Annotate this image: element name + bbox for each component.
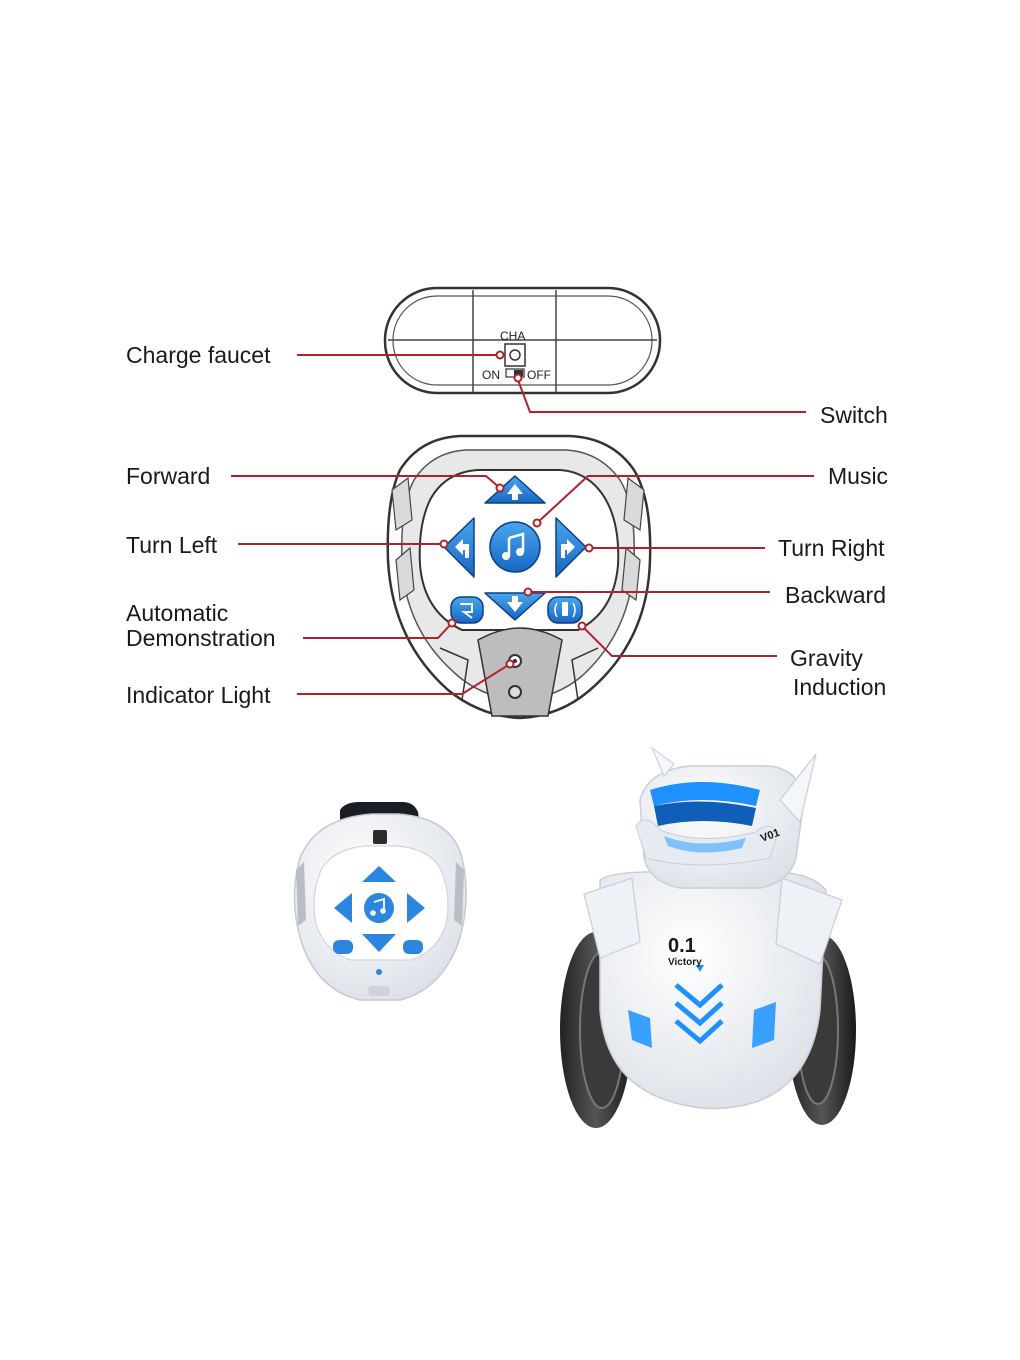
backward-button[interactable] <box>484 592 546 621</box>
leader-lines <box>231 350 814 695</box>
off-text: OFF <box>527 368 551 382</box>
arrow-up-icon <box>507 484 523 500</box>
label-music: Music <box>828 463 889 489</box>
leader-switch <box>517 379 806 413</box>
label-turn-left: Turn Left <box>126 532 218 558</box>
music-button[interactable] <box>489 521 541 573</box>
turn-left-icon <box>455 539 469 558</box>
robot-badge-number: 0.1 <box>668 935 696 957</box>
music-note-icon <box>502 552 510 560</box>
robot-photo <box>560 746 856 1128</box>
remote-front-view <box>386 434 652 720</box>
label-turn-right: Turn Right <box>778 535 885 561</box>
charge-port-icon <box>509 349 521 361</box>
label-charge-faucet: Charge faucet <box>126 342 271 368</box>
turn-left-button[interactable] <box>443 517 475 578</box>
turn-right-button[interactable] <box>555 517 587 578</box>
label-backward: Backward <box>785 582 886 608</box>
label-indicator-light: Indicator Light <box>126 682 271 708</box>
cha-text: CHA <box>500 329 525 343</box>
gravity-induction-button[interactable] <box>547 596 583 624</box>
robot-visor <box>650 782 760 806</box>
label-automatic-line2: Demonstration <box>126 625 276 651</box>
label-automatic-line1: Automatic <box>126 600 229 626</box>
demo-icon <box>460 603 473 619</box>
leader-music <box>536 475 814 524</box>
label-gravity-line1: Gravity <box>790 645 863 671</box>
label-switch: Switch <box>820 402 888 428</box>
gravity-icon <box>562 602 568 616</box>
remote-top-view <box>383 286 662 395</box>
robot-badge-text: Victory <box>668 957 702 968</box>
remote-photo <box>293 802 467 1001</box>
arrow-down-icon <box>507 596 523 612</box>
leader-gravity <box>581 625 777 657</box>
label-forward: Forward <box>126 463 211 489</box>
turn-right-icon <box>561 539 575 558</box>
leader-indicator <box>297 663 511 695</box>
leader-automatic <box>303 622 453 639</box>
label-gravity-line2: Induction <box>793 674 887 700</box>
automatic-demonstration-button[interactable] <box>450 596 484 624</box>
on-text: ON <box>482 368 500 382</box>
leader-forward <box>231 475 501 489</box>
